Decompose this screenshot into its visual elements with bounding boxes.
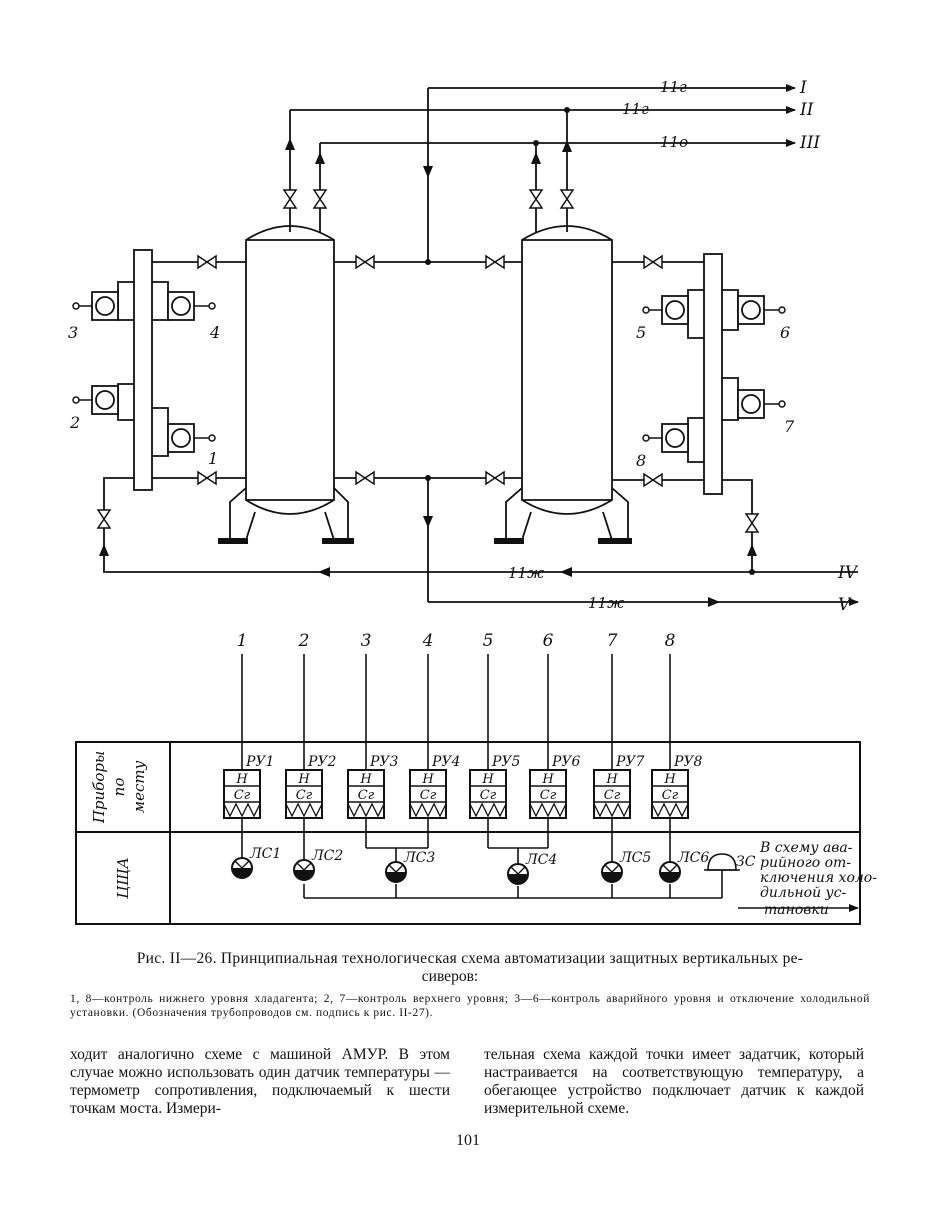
row2-title: ЦЩА	[114, 857, 132, 899]
relay-top-label: Н	[359, 772, 372, 787]
body-text-right: тельная схема каждой точки имеет задатчи…	[484, 1046, 864, 1117]
relay-mid-label: Сг	[358, 788, 375, 803]
row1-title-1: Приборы	[90, 751, 108, 824]
lamp-6: ЛС6	[659, 848, 709, 883]
lamp-label: ЛС5	[619, 850, 651, 866]
relay-group: 1РУ1НСг2РУ2НСг3РУ3НСг4РУ4НСг5РУ5НСг6РУ6Н…	[223, 631, 703, 848]
pipe-label-5: 11ж	[588, 594, 624, 612]
relay-label: РУ3	[369, 754, 399, 770]
sensor-number: 4	[422, 631, 434, 651]
relay-label: РУ5	[491, 754, 521, 770]
figure-caption: Рис. II—26. Принципиальная технологическ…	[70, 950, 870, 986]
relay-mid-label: Сг	[540, 788, 557, 803]
sensor-number: 6	[543, 631, 554, 651]
roman-III: III	[799, 133, 820, 153]
lamp-label: ЛС1	[249, 846, 281, 862]
sensor-label-4: 4	[209, 323, 220, 342]
lamp-label: ЛС2	[311, 848, 343, 864]
relay-mid-label: Сг	[234, 788, 251, 803]
relay-label: РУ1	[245, 754, 274, 770]
sensor-label-3: 3	[68, 323, 78, 342]
lamp-5: ЛС5	[601, 848, 651, 883]
relay-label: РУ4	[431, 754, 460, 770]
relay-mid-label: Сг	[480, 788, 497, 803]
sensor-label-7: 7	[784, 417, 795, 436]
note-line-3: ключения холо-	[760, 870, 877, 886]
sensor-label-1: 1	[208, 449, 218, 468]
sensor-number: 2	[298, 631, 310, 651]
lamp-2: ЛС2	[293, 848, 343, 881]
sensor-label-6: 6	[780, 323, 790, 342]
lamp-1: ЛС1	[231, 846, 281, 879]
bell-label: ЗС	[736, 854, 756, 870]
roman-II: II	[799, 100, 814, 120]
relay-top-label: Н	[235, 772, 248, 787]
relay-top-label: Н	[663, 772, 676, 787]
note-line-4: дильной ус-	[760, 885, 847, 901]
relay-mid-label: Сг	[662, 788, 679, 803]
sensor-number: 7	[607, 631, 618, 651]
pipe-label-1: 11г	[660, 78, 687, 96]
pipe-label-4: 11ж	[508, 564, 544, 582]
note-line-2: рийного от-	[760, 855, 851, 871]
relay-label: РУ6	[551, 754, 581, 770]
roman-V: V	[838, 595, 852, 615]
caption-line-2: сиверов:	[421, 968, 479, 985]
roman-IV: IV	[837, 563, 859, 583]
row1-title-2: по	[110, 778, 128, 797]
lamp-label: ЛС3	[403, 850, 435, 866]
lamp-3: ЛС3	[385, 850, 435, 883]
sensor-number: 5	[483, 631, 494, 651]
relay-mid-label: Сг	[420, 788, 437, 803]
pipe-label-2: 11г	[622, 100, 649, 118]
process-diagram: 11г 11г 11о 11ж 11ж I II III IV V 3 4 2 …	[68, 78, 877, 925]
lamp-group: ЛС1 ЛС2 ЛС3 ЛС4 ЛС5 ЛС6	[231, 846, 709, 885]
relay-top-label: Н	[481, 772, 494, 787]
sensor-number: 1	[237, 631, 248, 651]
roman-I: I	[799, 78, 807, 98]
note-line-1: В схему ава-	[759, 840, 853, 856]
lamp-label: ЛС6	[677, 850, 709, 866]
sensor-label-2: 2	[69, 413, 80, 432]
sensor-label-8: 8	[636, 451, 646, 470]
relay-top-label: Н	[421, 772, 434, 787]
note-line-5: тановки	[764, 902, 829, 918]
body-text-left: ходит аналогично схеме с машиной АМУР. В…	[70, 1046, 450, 1117]
lamp-4: ЛС4	[507, 852, 557, 885]
pipe-label-3: 11о	[660, 133, 688, 151]
sensor-label-5: 5	[636, 323, 646, 342]
row1-title-3: месту	[130, 760, 148, 813]
sensor-number: 3	[361, 631, 372, 651]
sensor-number: 8	[665, 631, 676, 651]
caption-legend: 1, 8—контроль нижнего уровня хладагента;…	[70, 993, 870, 1019]
relay-top-label: Н	[605, 772, 618, 787]
relay-label: РУ2	[307, 754, 337, 770]
relay-top-label: Н	[541, 772, 554, 787]
relay-mid-label: Сг	[604, 788, 621, 803]
lamp-label: ЛС4	[525, 852, 557, 868]
relay-label: РУ7	[615, 754, 645, 770]
relay-top-label: Н	[297, 772, 310, 787]
page-number: 101	[456, 1132, 480, 1149]
relay-label: РУ8	[673, 754, 703, 770]
caption-line-1: Рис. II—26. Принципиальная технологическ…	[136, 950, 804, 967]
relay-mid-label: Сг	[296, 788, 313, 803]
